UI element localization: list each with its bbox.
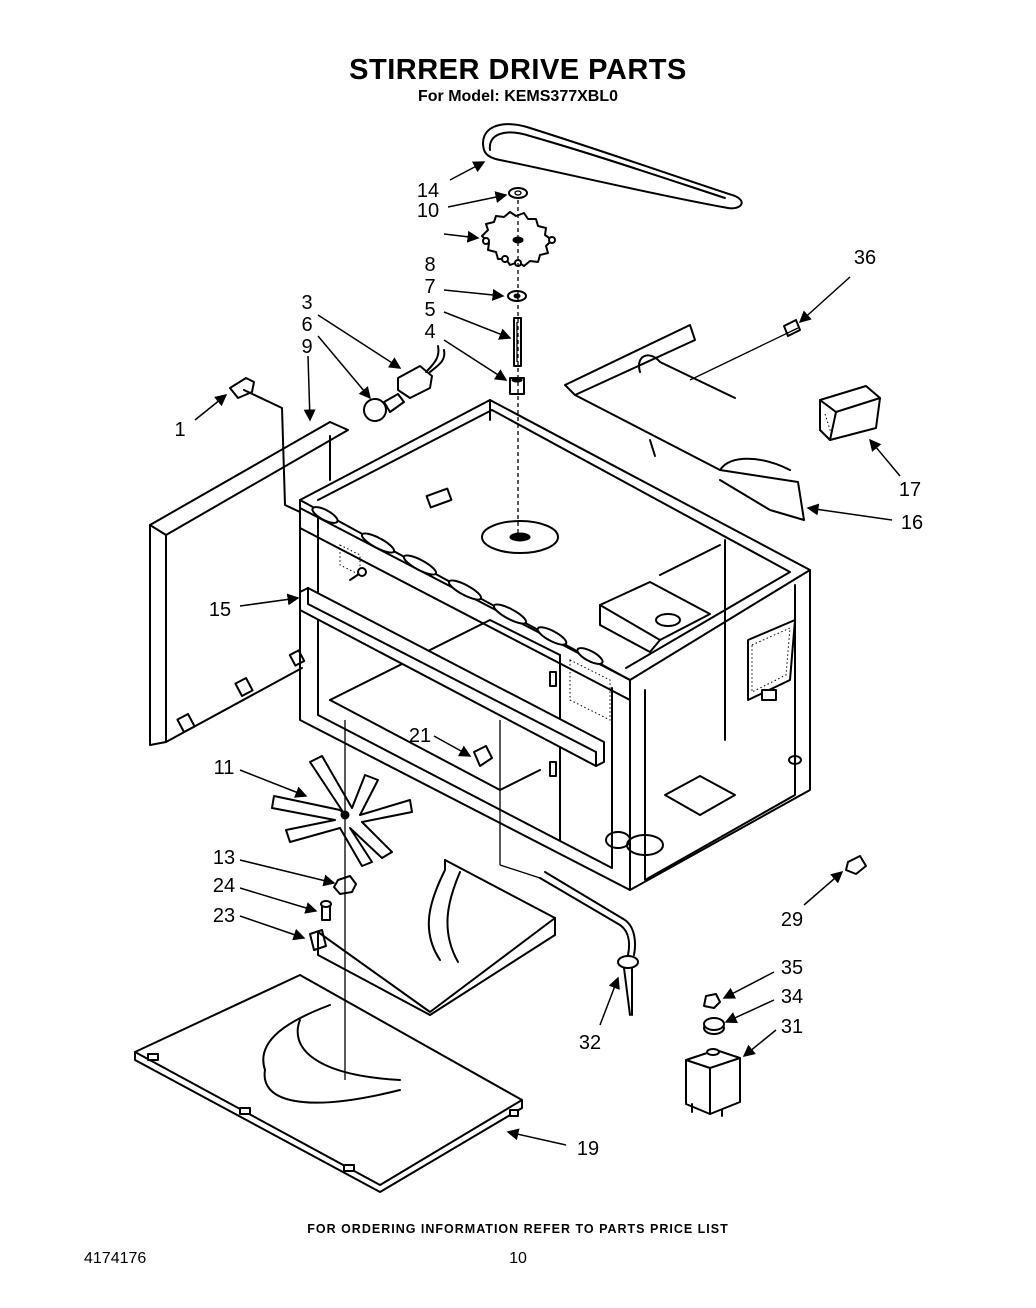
clip-part[interactable]: [229, 377, 255, 399]
callout-13[interactable]: 13: [212, 847, 236, 869]
air-duct-part[interactable]: [564, 324, 805, 521]
drive-belt-part[interactable]: [482, 123, 743, 210]
callout-4[interactable]: 4: [424, 321, 436, 343]
probe-part[interactable]: [539, 871, 639, 1016]
callout-35[interactable]: 35: [780, 957, 804, 979]
callout-17[interactable]: 17: [898, 479, 922, 501]
callout-14[interactable]: 14: [416, 180, 440, 202]
leader-arrows: [194, 161, 901, 1146]
callout-36[interactable]: 36: [853, 247, 877, 269]
callout-9[interactable]: 9: [301, 336, 313, 358]
callout-29[interactable]: 29: [780, 909, 804, 931]
callout-19[interactable]: 19: [576, 1138, 600, 1160]
clip-right-part[interactable]: [845, 855, 867, 875]
washer-small-part[interactable]: [507, 290, 527, 302]
foam-block-part[interactable]: [819, 385, 881, 441]
document-number: 4174176: [84, 1250, 147, 1267]
stud-part[interactable]: [320, 900, 332, 921]
callout-5[interactable]: 5: [424, 299, 436, 321]
callout-3[interactable]: 3: [301, 292, 313, 314]
callout-15[interactable]: 15: [208, 599, 232, 621]
page-title: STIRRER DRIVE PARTS: [349, 54, 687, 86]
page-number: 10: [509, 1250, 527, 1267]
stirrer-cover-part[interactable]: [317, 859, 556, 1016]
callout-11[interactable]: 11: [213, 757, 235, 779]
coupler-part[interactable]: [703, 1017, 725, 1035]
lamp-socket-part[interactable]: [397, 345, 446, 399]
stirrer-motor-part[interactable]: [685, 1048, 741, 1117]
stirrer-gear-part[interactable]: [481, 211, 556, 267]
callout-16[interactable]: 16: [900, 512, 924, 534]
callout-24[interactable]: 24: [212, 875, 236, 897]
front-bar-part[interactable]: [299, 587, 605, 767]
callout-10[interactable]: 10: [416, 200, 440, 222]
callout-32[interactable]: 32: [578, 1032, 602, 1054]
callout-31[interactable]: 31: [780, 1016, 804, 1038]
callout-23[interactable]: 23: [212, 905, 236, 927]
callout-6[interactable]: 6: [301, 314, 313, 336]
callout-7[interactable]: 7: [424, 276, 436, 298]
callout-21[interactable]: 21: [408, 725, 432, 747]
bearing-part[interactable]: [509, 377, 525, 395]
callout-8[interactable]: 8: [424, 254, 436, 276]
washer-part[interactable]: [508, 187, 528, 199]
nut-small-part[interactable]: [703, 993, 721, 1009]
light-bulb-part[interactable]: [363, 393, 405, 422]
stirrer-blade-part[interactable]: [271, 755, 413, 867]
ordering-info-note: FOR ORDERING INFORMATION REFER TO PARTS …: [307, 1222, 729, 1236]
side-panel-part[interactable]: [149, 389, 349, 746]
screw-part[interactable]: [783, 319, 801, 337]
model-subtitle: For Model: KEMS377XBL0: [417, 88, 619, 105]
callout-1[interactable]: 1: [174, 419, 186, 441]
bottom-plate-part[interactable]: [134, 974, 523, 1193]
clip-small-part[interactable]: [473, 745, 493, 767]
callout-34[interactable]: 34: [780, 986, 804, 1008]
